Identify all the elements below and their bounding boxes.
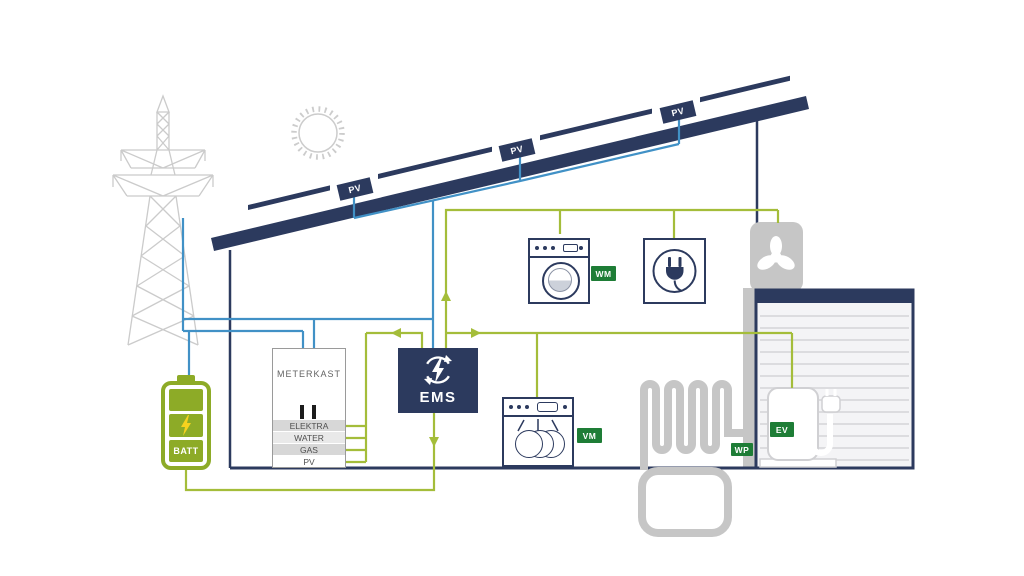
dishwasher-control-panel [504, 399, 572, 417]
sun-icon [291, 106, 345, 160]
heat-pump-icon [638, 380, 743, 537]
battery-segment: BATT [169, 440, 203, 462]
pv-strip [700, 75, 790, 103]
washing-machine-badge: WM [591, 266, 616, 281]
bolt-icon [181, 415, 191, 436]
pylon-icon [112, 94, 214, 346]
green-energy-lines [184, 208, 794, 492]
blue-power-lines [181, 119, 681, 375]
meter-row-gas: GAS [273, 443, 345, 455]
meter-rows: ELEKTRA WATER GAS PV [273, 419, 345, 467]
arrow-left [391, 328, 401, 338]
pv-strip [378, 146, 492, 179]
heat-pump-badge: WP [731, 443, 753, 456]
dishwasher-badge: VM [577, 428, 602, 443]
pv-strip [248, 185, 330, 210]
arrow-down [429, 437, 439, 447]
dishwasher-icon [502, 397, 574, 467]
washer-control-panel [530, 240, 588, 258]
plate [515, 430, 543, 458]
roof [211, 75, 809, 251]
ev-charger-badge: EV [770, 422, 794, 437]
ems-sync-bolt-icon [424, 355, 452, 385]
meter-bar [300, 405, 304, 422]
ems-unit: EMS [398, 348, 478, 413]
meter-cabinet-title: METERKAST [276, 369, 341, 379]
ems-label: EMS [419, 389, 457, 406]
arrow-right [471, 328, 481, 338]
meter-row-water: WATER [273, 431, 345, 443]
arrow-up [441, 291, 451, 301]
home-battery: BATT [161, 381, 211, 470]
meter-bar [312, 405, 316, 422]
battery-segment [169, 414, 203, 437]
meter-cabinet: METERKAST ELEKTRA WATER GAS PV [272, 348, 346, 468]
meter-row-elektra: ELEKTRA [273, 419, 345, 431]
flow-arrows [391, 291, 481, 447]
meter-row-pv: PV [273, 455, 345, 467]
house-structure [228, 250, 913, 470]
smart-plug-icon [643, 238, 706, 304]
battery-terminal [177, 375, 195, 383]
spray-lines [517, 419, 559, 432]
garage-header-bar [756, 290, 913, 303]
battery-label: BATT [173, 446, 199, 456]
ventilation-fan-icon [750, 222, 803, 292]
washer-drum [542, 262, 580, 300]
pv-strip [540, 108, 652, 141]
washing-machine-icon [528, 238, 590, 304]
battery-segment [169, 389, 203, 411]
